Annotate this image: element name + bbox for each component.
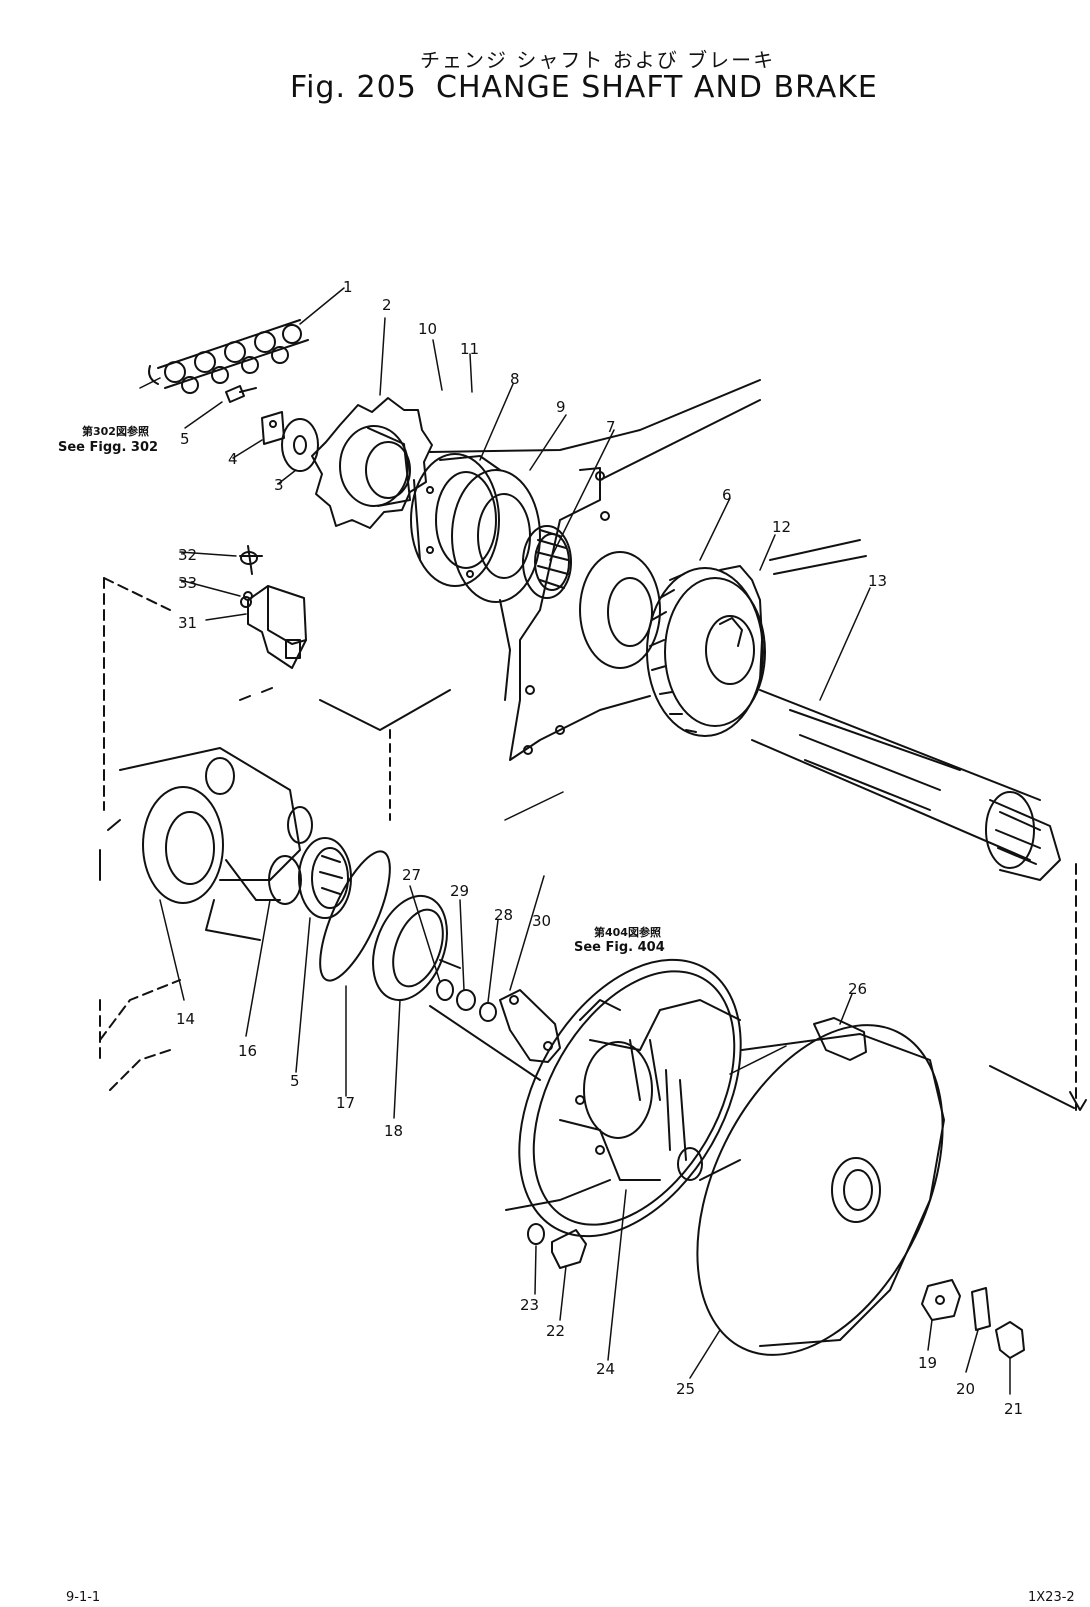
part-label-10: 10: [418, 320, 438, 338]
nut-part-27: [436, 979, 454, 1001]
part-label-25: 25: [676, 1380, 696, 1398]
part-label-17: 17: [336, 1094, 356, 1112]
washer-part-3: [281, 418, 319, 472]
part-label-21: 21: [1004, 1400, 1024, 1418]
bolt-part-21: [995, 1321, 1025, 1359]
chain-part: [148, 319, 309, 394]
part-label-7: 7: [606, 418, 616, 436]
page-number: 9-1-1: [66, 1590, 101, 1605]
part-label-12: 12: [772, 518, 792, 536]
part-label-28: 28: [494, 906, 514, 924]
lock-plate-part-4: [261, 411, 285, 445]
part-label-14: 14: [176, 1010, 196, 1028]
part-label-16: 16: [238, 1042, 258, 1060]
bearing-housing-part-8: [410, 453, 501, 587]
bolt-part-5: [225, 385, 245, 403]
figure-number: Fig. 205: [290, 70, 417, 105]
part-label-31: 31: [178, 614, 198, 632]
plate-part-19: [921, 1279, 961, 1321]
brake-shoe-assembly-part-24: [518, 958, 742, 1238]
brake-lever-part-30: [499, 989, 561, 1063]
pin-part-22: [551, 1229, 587, 1269]
part-label-32: 32: [178, 546, 198, 564]
part-label-18: 18: [384, 1122, 404, 1140]
part-label-4: 4: [228, 450, 238, 468]
reference-note-jp-1: 第302図参照: [82, 425, 149, 438]
gear-part-6: [579, 551, 766, 737]
bracket-part-31: [240, 585, 307, 669]
bracket-plate-part-9: [429, 379, 761, 761]
washer-part-29: [456, 989, 476, 1011]
part-label-1: 1: [343, 278, 353, 296]
sprocket-part: [311, 397, 433, 529]
part-label-13: 13: [868, 572, 888, 590]
drawing-code: 1X23-2: [1028, 1590, 1075, 1605]
part-label-22: 22: [546, 1322, 566, 1340]
lock-washer-part-20: [971, 1287, 991, 1331]
part-label-33: 33: [178, 574, 198, 592]
part-label-3: 3: [274, 476, 284, 494]
part-label-29: 29: [450, 882, 470, 900]
seal-part-18: [372, 894, 448, 1002]
reference-note-jp-2: 第404図参照: [594, 926, 661, 939]
part-label-30: 30: [532, 912, 552, 930]
part-label-11: 11: [460, 340, 480, 358]
part-label-19: 19: [918, 1354, 938, 1372]
washer-part-28: [479, 1002, 497, 1022]
part-label-27: 27: [402, 866, 422, 884]
reference-note-en-1: See Figg. 302: [58, 440, 159, 455]
part-label-20: 20: [956, 1380, 976, 1398]
title-japanese: チェンジ シャフト および ブレーキ: [420, 48, 776, 72]
part-label-24: 24: [596, 1360, 616, 1378]
part-label-8: 8: [510, 370, 520, 388]
washer-part-33: [243, 591, 253, 601]
part-label-5-bottom: 5: [290, 1072, 300, 1090]
part-label-26: 26: [848, 980, 868, 998]
part-label-5-top: 5: [180, 430, 190, 448]
part-label-23: 23: [520, 1296, 540, 1314]
needle-bearing-part-7: [522, 525, 572, 599]
part-label-9: 9: [556, 398, 566, 416]
part-label-2: 2: [382, 296, 392, 314]
housing-part: [99, 577, 451, 1091]
washer-part-23: [527, 1223, 545, 1245]
brake-drum-part-25: [696, 1024, 945, 1356]
bolt-part-32: [239, 545, 263, 575]
part-label-6: 6: [722, 486, 732, 504]
bearing-part-16: [268, 855, 302, 905]
change-shaft-part-13: [751, 539, 1061, 881]
o-ring-part-17: [319, 850, 391, 982]
reference-note-en-2: See Fig. 404: [574, 940, 665, 955]
grease-fitting-part-26: [813, 1017, 867, 1061]
diagram-title: CHANGE SHAFT AND BRAKE: [436, 70, 878, 105]
